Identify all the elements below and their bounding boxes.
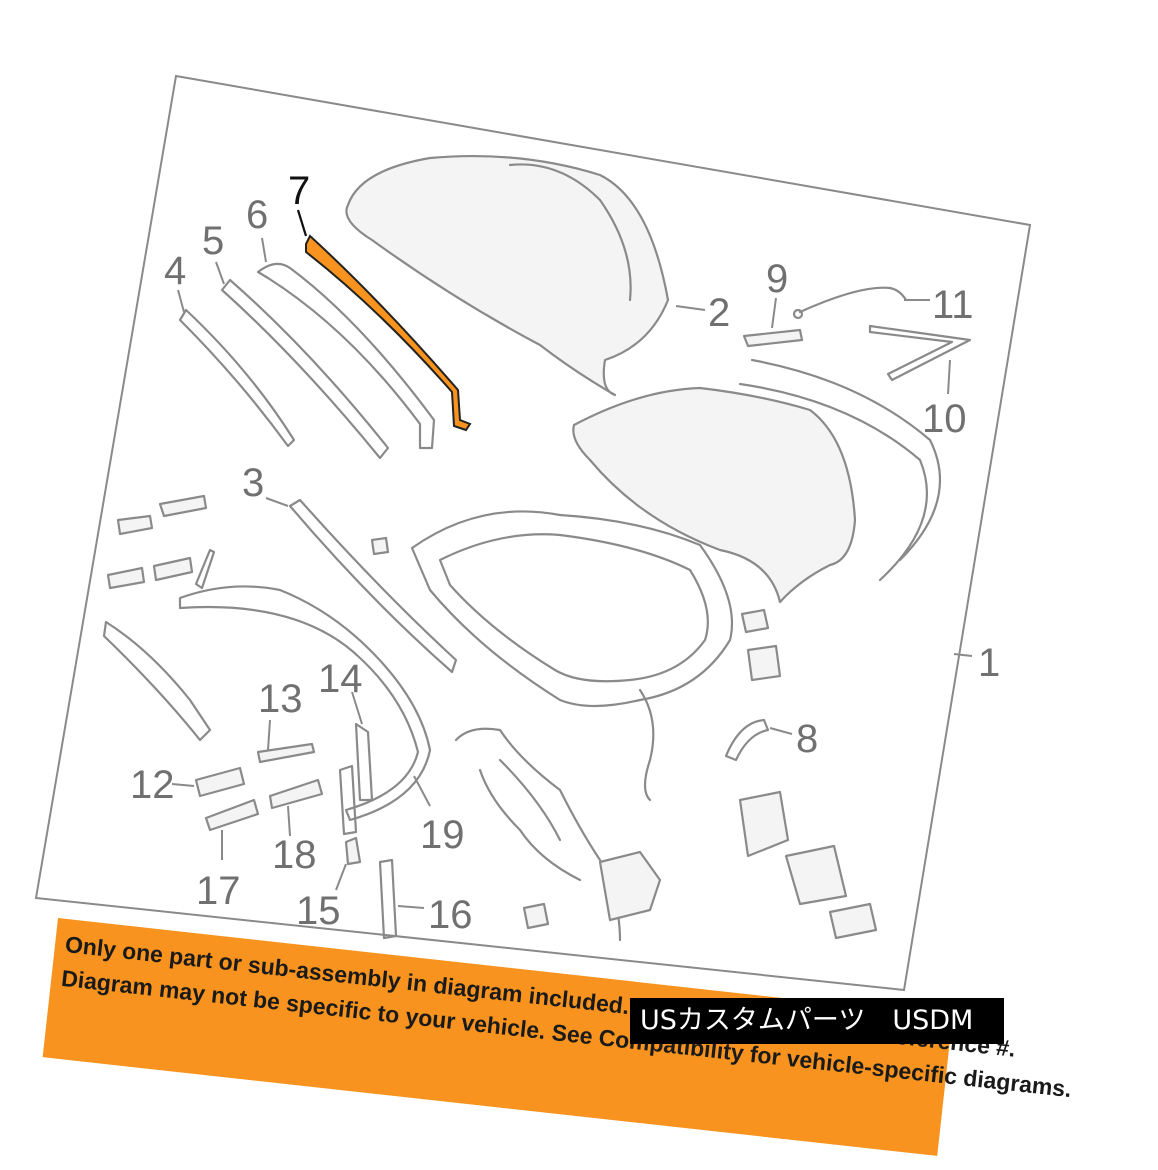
part-4-seal-strip[interactable] — [178, 308, 296, 448]
part-19-side-rail[interactable] — [178, 585, 432, 822]
part-small-cap[interactable] — [370, 536, 390, 556]
callout-9: 9 — [766, 257, 788, 301]
callout-17: 17 — [196, 869, 241, 913]
callout-15: 15 — [296, 889, 341, 933]
part-hinge-arm[interactable] — [102, 620, 212, 742]
leader-19 — [413, 775, 431, 807]
seller-watermark: USカスタムパーツ USDM — [630, 998, 1004, 1044]
part-top-frame-inner — [438, 533, 709, 683]
part-bracket-b[interactable] — [158, 494, 208, 518]
part-13-trim[interactable] — [256, 742, 316, 764]
callout-5: 5 — [202, 219, 224, 263]
part-bracket-g[interactable] — [740, 608, 770, 634]
part-11-cable-end — [792, 308, 804, 320]
part-11-cable[interactable] — [798, 286, 908, 314]
part-link-e[interactable] — [194, 548, 216, 590]
leader-1 — [953, 653, 973, 657]
callout-18: 18 — [272, 833, 317, 877]
part-top-canvas[interactable] — [572, 386, 857, 604]
part-6-seal-strip[interactable] — [256, 262, 436, 450]
leader-15 — [335, 863, 347, 891]
leader-2 — [675, 305, 706, 311]
leader-4 — [177, 289, 185, 313]
part-2-rear-window-outline — [508, 163, 632, 302]
leader-6 — [261, 237, 267, 263]
leader-5 — [215, 261, 225, 285]
leader-7 — [296, 209, 308, 237]
part-8-handle[interactable] — [724, 718, 770, 762]
part-5-seal-strip[interactable] — [220, 278, 390, 460]
part-9-bracket[interactable] — [742, 328, 804, 348]
part-latch[interactable] — [738, 790, 790, 858]
part-bracket-f[interactable] — [338, 764, 358, 836]
callout-11: 11 — [932, 283, 974, 327]
callout-10: 10 — [922, 397, 967, 441]
part-bracket-c[interactable] — [106, 566, 146, 590]
leader-16 — [397, 905, 425, 909]
part-18-cover[interactable] — [268, 778, 324, 810]
part-top-frame-arm — [638, 688, 655, 802]
part-bracket-h[interactable] — [746, 644, 782, 682]
callout-4: 4 — [164, 249, 186, 293]
callout-2: 2 — [708, 291, 730, 335]
callout-8: 8 — [796, 717, 818, 761]
callout-6: 6 — [246, 193, 268, 237]
leader-10 — [947, 359, 951, 395]
part-control-module[interactable] — [784, 844, 848, 906]
part-small-clip[interactable] — [522, 902, 550, 930]
leader-3 — [265, 497, 289, 507]
callout-3: 3 — [242, 461, 264, 505]
leader-18 — [287, 805, 291, 837]
callout-16: 16 — [428, 893, 473, 937]
leader-9 — [771, 297, 777, 329]
part-14-trim[interactable] — [354, 722, 374, 802]
callout-13: 13 — [258, 677, 303, 721]
leader-13 — [267, 719, 271, 751]
part-bracket-d[interactable] — [152, 556, 194, 582]
part-3-bow[interactable] — [288, 498, 458, 674]
part-bracket-a[interactable] — [116, 514, 154, 536]
callout-19: 19 — [420, 813, 465, 857]
part-relay[interactable] — [828, 902, 878, 940]
part-top-frame-cable — [750, 358, 942, 562]
part-10-trim-strip[interactable] — [868, 324, 972, 382]
part-2-soft-top-cover[interactable] — [345, 154, 670, 397]
part-7-highlighted-seal[interactable] — [305, 234, 472, 432]
part-12-cover[interactable] — [194, 766, 246, 798]
leader-8 — [769, 727, 793, 735]
leader-14 — [351, 691, 363, 725]
part-top-frame[interactable] — [410, 510, 734, 708]
callout-1: 1 — [978, 641, 1000, 685]
part-16-bracket[interactable] — [378, 858, 398, 940]
part-top-frame-cable-2 — [738, 382, 928, 582]
callout-14: 14 — [318, 657, 363, 701]
part-motor[interactable] — [598, 850, 662, 922]
diagram-sheet-border — [34, 74, 1032, 992]
leader-12 — [171, 783, 195, 787]
callout-12: 12 — [130, 763, 175, 807]
part-15-clip[interactable] — [344, 836, 362, 866]
callout-7: 7 — [288, 169, 310, 213]
part-17-cover[interactable] — [204, 798, 260, 832]
